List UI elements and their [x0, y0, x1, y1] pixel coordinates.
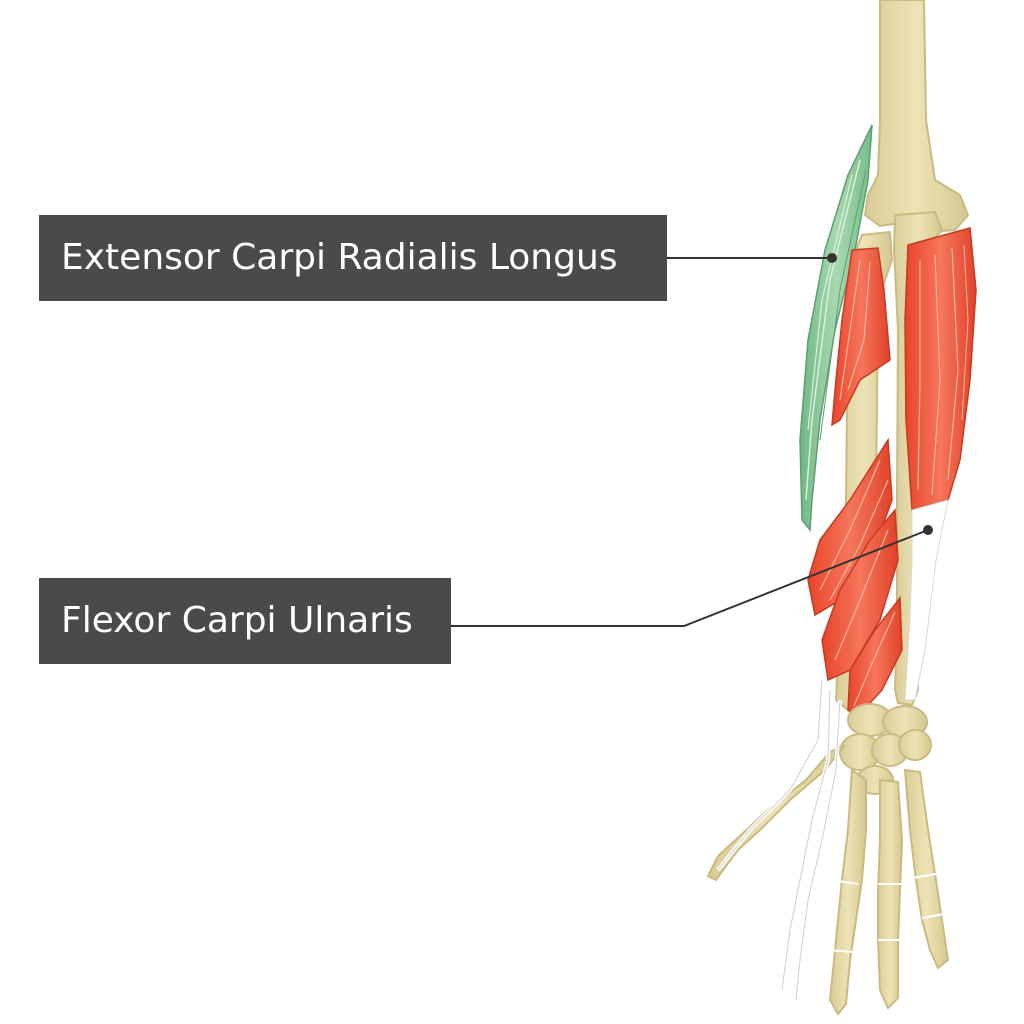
flexor-carpi-ulnaris-label: Flexor Carpi Ulnaris	[39, 578, 451, 664]
upper-flexor-muscle	[831, 247, 891, 427]
hand-bones	[706, 744, 950, 1016]
leader-dot-extensor	[827, 253, 837, 263]
flexor-carpi-ulnaris-muscle	[904, 227, 977, 511]
fcu-tendon	[904, 499, 949, 701]
extensor-carpi-radialis-longus-label: Extensor Carpi Radialis Longus	[39, 215, 667, 301]
leader-dot-flexor	[923, 525, 933, 535]
carpal-bones	[839, 703, 932, 795]
humerus-bone	[863, 0, 970, 234]
leader-line-flexor	[451, 529, 929, 627]
